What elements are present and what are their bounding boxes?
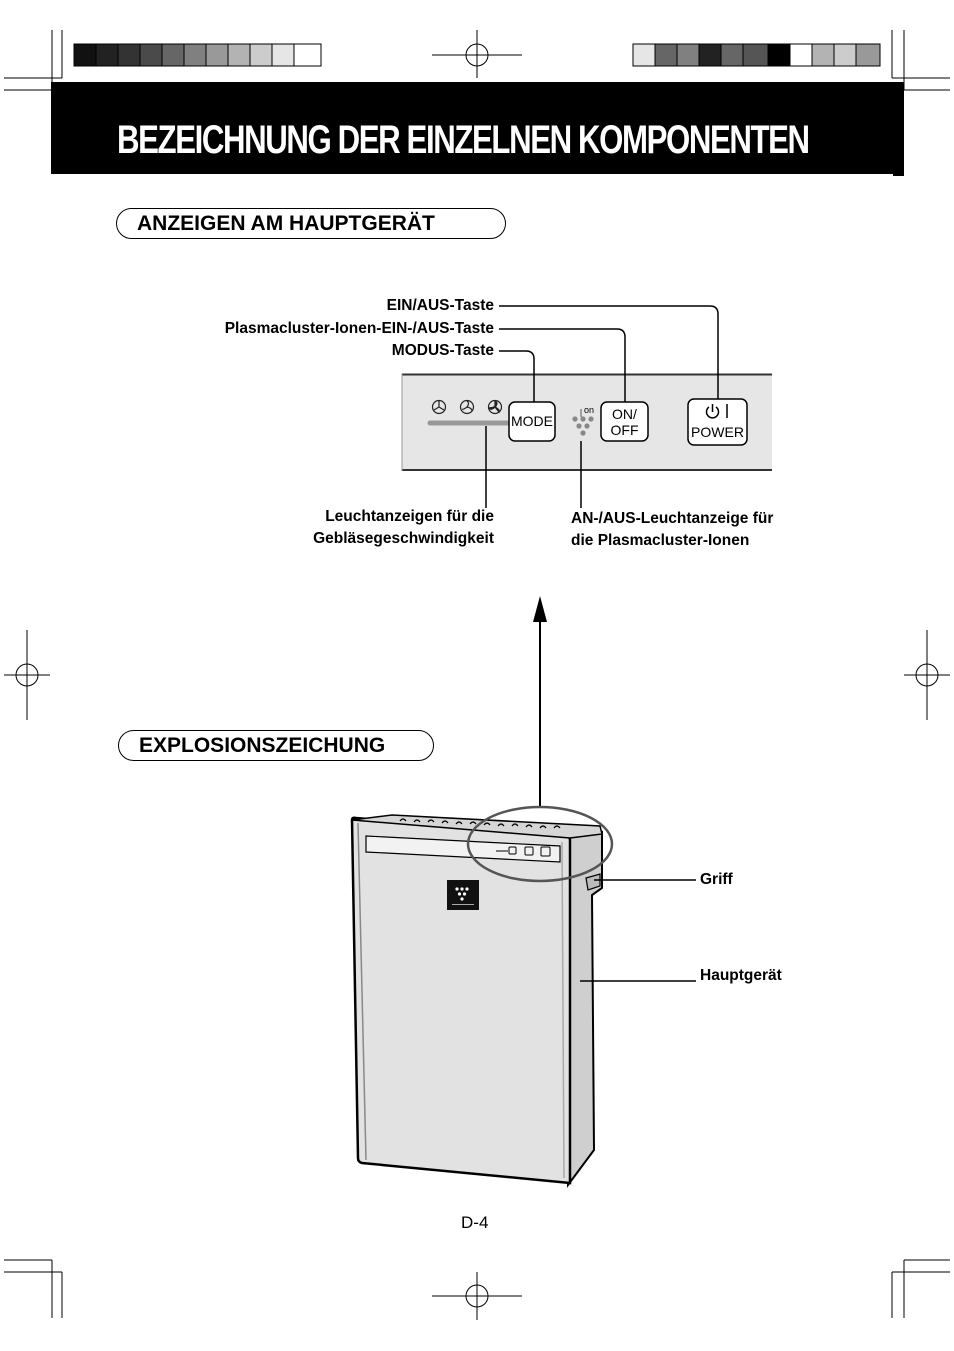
page-number: D-4 [461, 1213, 489, 1232]
unit-control-buttons [496, 846, 551, 857]
label-fan-speed-line1: Leuchtanzeigen für die [325, 508, 494, 525]
section-heading-exploded: EXPLOSIONSZEICHUNG [118, 730, 434, 761]
fan-low-icon [431, 399, 447, 415]
label-handle: Griff [700, 871, 733, 888]
power-button-text: POWER [691, 424, 744, 440]
label-main-unit: Hauptgerät [700, 967, 782, 984]
page-title: BEZEICHNUNG DER EINZELNEN KOMPONENTEN [117, 118, 810, 162]
unit-control-strip [365, 835, 561, 863]
label-power-button: EIN/AUS-Taste [386, 297, 494, 314]
plasmacluster-logo [447, 880, 479, 910]
power-icon [705, 404, 728, 419]
title-banner-edge [893, 82, 904, 176]
plasmacluster-ion-icon [572, 416, 594, 436]
ion-indicator-text: on [584, 405, 595, 415]
label-fan-speed-line2: Gebläsegeschwindigkeit [313, 530, 494, 547]
label-plasmacluster-button: Plasmacluster-Ionen-EIN-/AUS-Taste [224, 320, 494, 337]
title-banner [51, 82, 893, 174]
label-mode-button: MODUS-Taste [391, 342, 494, 359]
off-button-text: OFF [610, 422, 639, 438]
fan-medium-icon [459, 399, 475, 415]
crop-marks [4, 30, 950, 1320]
zoom-arrow-head [533, 596, 547, 622]
mode-button: MODE [511, 413, 553, 429]
color-bar-left [73, 43, 322, 67]
leader-lines [485, 305, 719, 508]
label-ion-light-line1: AN-/AUS-Leuchtanzeige für [571, 510, 774, 527]
color-bar-right [632, 43, 881, 67]
section-heading-display: ANZEIGEN AM HAUPTGERÄT [116, 208, 506, 239]
unit-front-panel [350, 816, 572, 1185]
label-ion-light-line2: die Plasmacluster-Ionen [571, 532, 750, 549]
unit-handle [585, 873, 601, 891]
on-button-text: ON/ [612, 406, 637, 422]
mode-button-shape [508, 401, 556, 442]
control-panel-highlight-ellipse [466, 805, 614, 883]
fan-high-icon [487, 399, 503, 415]
top-vents [399, 818, 561, 829]
